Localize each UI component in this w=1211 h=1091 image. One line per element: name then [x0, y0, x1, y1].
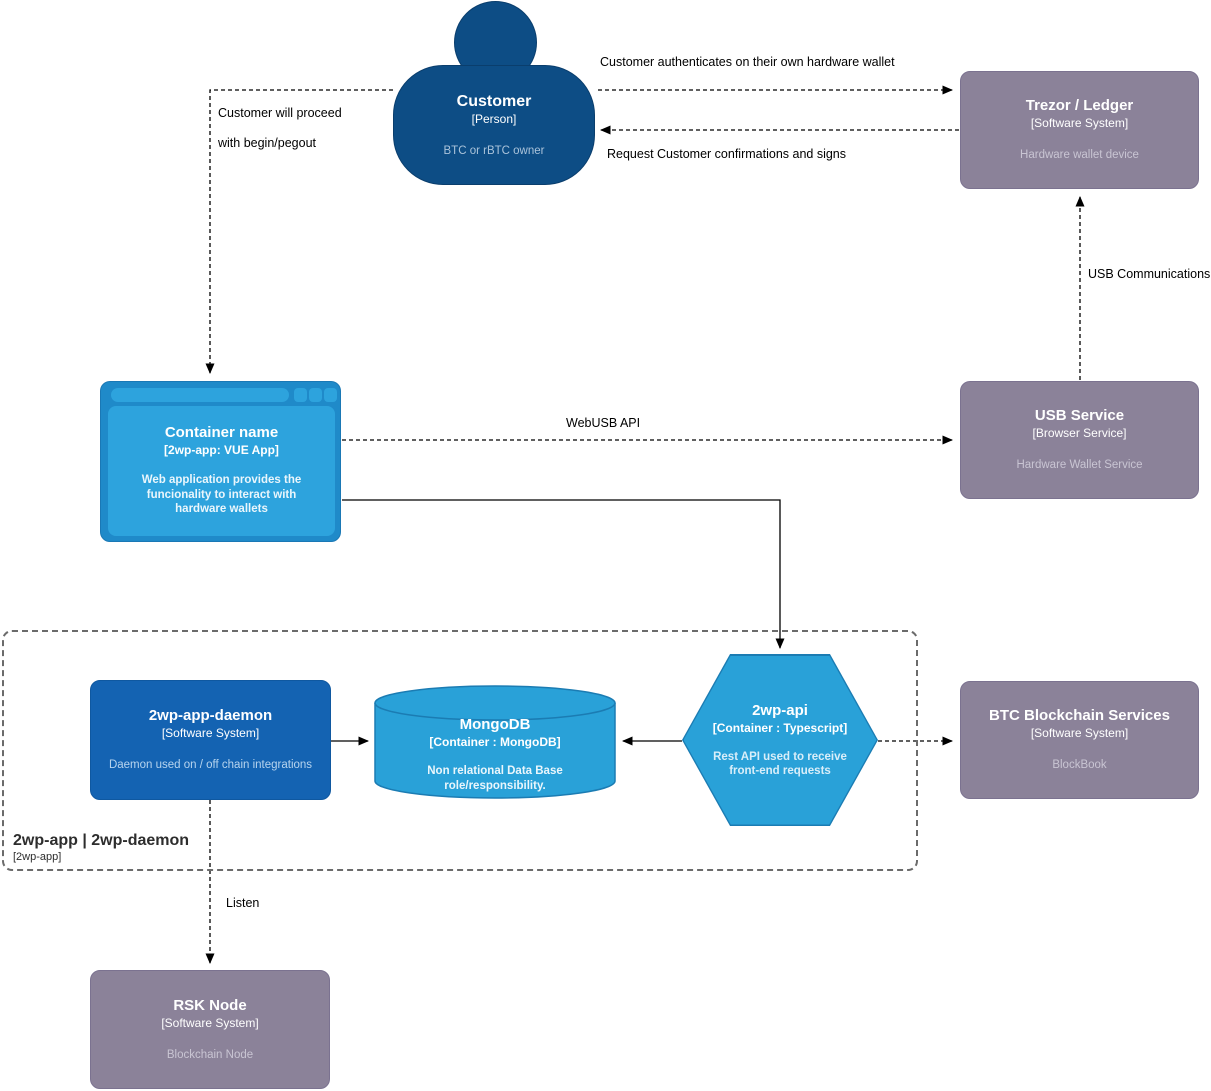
browser-button-icon	[294, 388, 307, 402]
edge-label-proceed-1: Customer will proceed	[218, 106, 342, 120]
boundary-meta: [2wp-app]	[13, 851, 62, 863]
node-webapp-desc: Web application provides the funcionalit…	[141, 474, 302, 515]
boundary-name: 2wp-app | 2wp-daemon	[13, 832, 190, 849]
browser-address-bar	[111, 388, 289, 402]
node-api-desc: Rest API used to receive front-end reque…	[713, 750, 847, 778]
node-usb-text: USB Service [Browser Service] Hardware W…	[961, 382, 1198, 498]
edge-label-authenticates: Customer authenticates on their own hard…	[600, 55, 895, 69]
node-daemon-meta: [Software System]	[161, 726, 260, 741]
node-trezor-ledger[interactable]: Trezor / Ledger [Software System] Hardwa…	[960, 71, 1199, 189]
node-daemon-desc: Daemon used on / off chain integrations	[108, 759, 313, 772]
node-btc-text: BTC Blockchain Services [Software System…	[961, 682, 1198, 798]
node-btc-desc: BlockBook	[1052, 759, 1107, 772]
node-trezor-meta: [Software System]	[1030, 116, 1129, 131]
node-daemon-text: 2wp-app-daemon [Software System] Daemon …	[91, 681, 330, 799]
edge-label-usb-communications: USB Communications	[1088, 267, 1211, 281]
node-usb-name: USB Service	[1034, 407, 1125, 425]
node-api-text: 2wp-api [Container : Typescript] Rest AP…	[682, 654, 878, 826]
node-btc-name: BTC Blockchain Services	[989, 707, 1170, 725]
edge-label-proceed-2: with begin/pegout	[218, 136, 316, 150]
node-webapp-container[interactable]: Container name [2wp-app: VUE App] Web ap…	[100, 381, 341, 542]
node-rsk-name: RSK Node	[173, 996, 247, 1014]
node-mongodb-text: MongoDB [Container : MongoDB] Non relati…	[373, 684, 617, 832]
hexagon-fill	[683, 655, 877, 825]
edge-customer-webapp	[205, 89, 393, 374]
node-usb-desc: Hardware Wallet Service	[1016, 459, 1143, 472]
boundary-label: 2wp-app | 2wp-daemon [2wp-app]	[13, 832, 189, 863]
node-trezor-name: Trezor / Ledger	[1025, 97, 1134, 115]
boundary-2wp-app[interactable]: 2wp-app | 2wp-daemon [2wp-app]	[2, 630, 918, 871]
node-daemon-name: 2wp-app-daemon	[148, 707, 273, 725]
node-customer-name: Customer	[456, 92, 532, 110]
node-webapp-text: Container name [2wp-app: VUE App] Web ap…	[108, 406, 335, 554]
node-api-meta: [Container : Typescript]	[712, 720, 848, 735]
node-btc-meta: [Software System]	[1030, 726, 1129, 741]
node-mongodb[interactable]: MongoDB [Container : MongoDB] Non relati…	[373, 684, 617, 800]
node-api-name: 2wp-api	[752, 701, 808, 719]
edge-label-listen: Listen	[226, 896, 260, 910]
node-trezor-desc: Hardware wallet device	[1020, 149, 1139, 162]
node-webapp-meta: [2wp-app: VUE App]	[164, 443, 279, 457]
node-rsk-meta: [Software System]	[161, 1015, 259, 1030]
edge-label-confirmations: Request Customer confirmations and signs	[607, 147, 847, 161]
node-usb-service[interactable]: USB Service [Browser Service] Hardware W…	[960, 381, 1199, 499]
node-mongodb-desc: Non relational Data Base role/responsibi…	[427, 765, 563, 792]
edge-webapp-api	[342, 499, 785, 649]
node-rsk-node[interactable]: RSK Node [Software System] Blockchain No…	[90, 970, 330, 1089]
edge-label-webusb: WebUSB API	[566, 416, 641, 430]
cylinder-shape	[374, 685, 616, 799]
node-2wp-app-daemon[interactable]: 2wp-app-daemon [Software System] Daemon …	[90, 680, 331, 800]
node-rsk-text: RSK Node [Software System] Blockchain No…	[91, 971, 329, 1088]
node-usb-meta: [Browser Service]	[1032, 426, 1127, 441]
node-2wp-api[interactable]: 2wp-api [Container : Typescript] Rest AP…	[682, 654, 878, 826]
node-trezor-text: Trezor / Ledger [Software System] Hardwa…	[961, 72, 1198, 188]
node-customer-desc: BTC or rBTC owner	[443, 145, 545, 157]
node-customer-meta: [Person]	[471, 111, 517, 126]
browser-button-icon	[324, 388, 337, 402]
node-customer[interactable]: Customer [Person] BTC or rBTC owner	[393, 65, 595, 185]
node-mongodb-meta: [Container : MongoDB]	[429, 735, 561, 749]
node-mongodb-name: MongoDB	[459, 716, 531, 733]
node-rsk-desc: Blockchain Node	[166, 1048, 254, 1061]
browser-content-panel: Container name [2wp-app: VUE App] Web ap…	[108, 406, 335, 536]
node-webapp-name: Container name	[164, 424, 279, 441]
node-btc-blockchain-services[interactable]: BTC Blockchain Services [Software System…	[960, 681, 1199, 799]
browser-button-icon	[309, 388, 322, 402]
node-customer-text: Customer [Person] BTC or rBTC owner	[394, 66, 594, 184]
